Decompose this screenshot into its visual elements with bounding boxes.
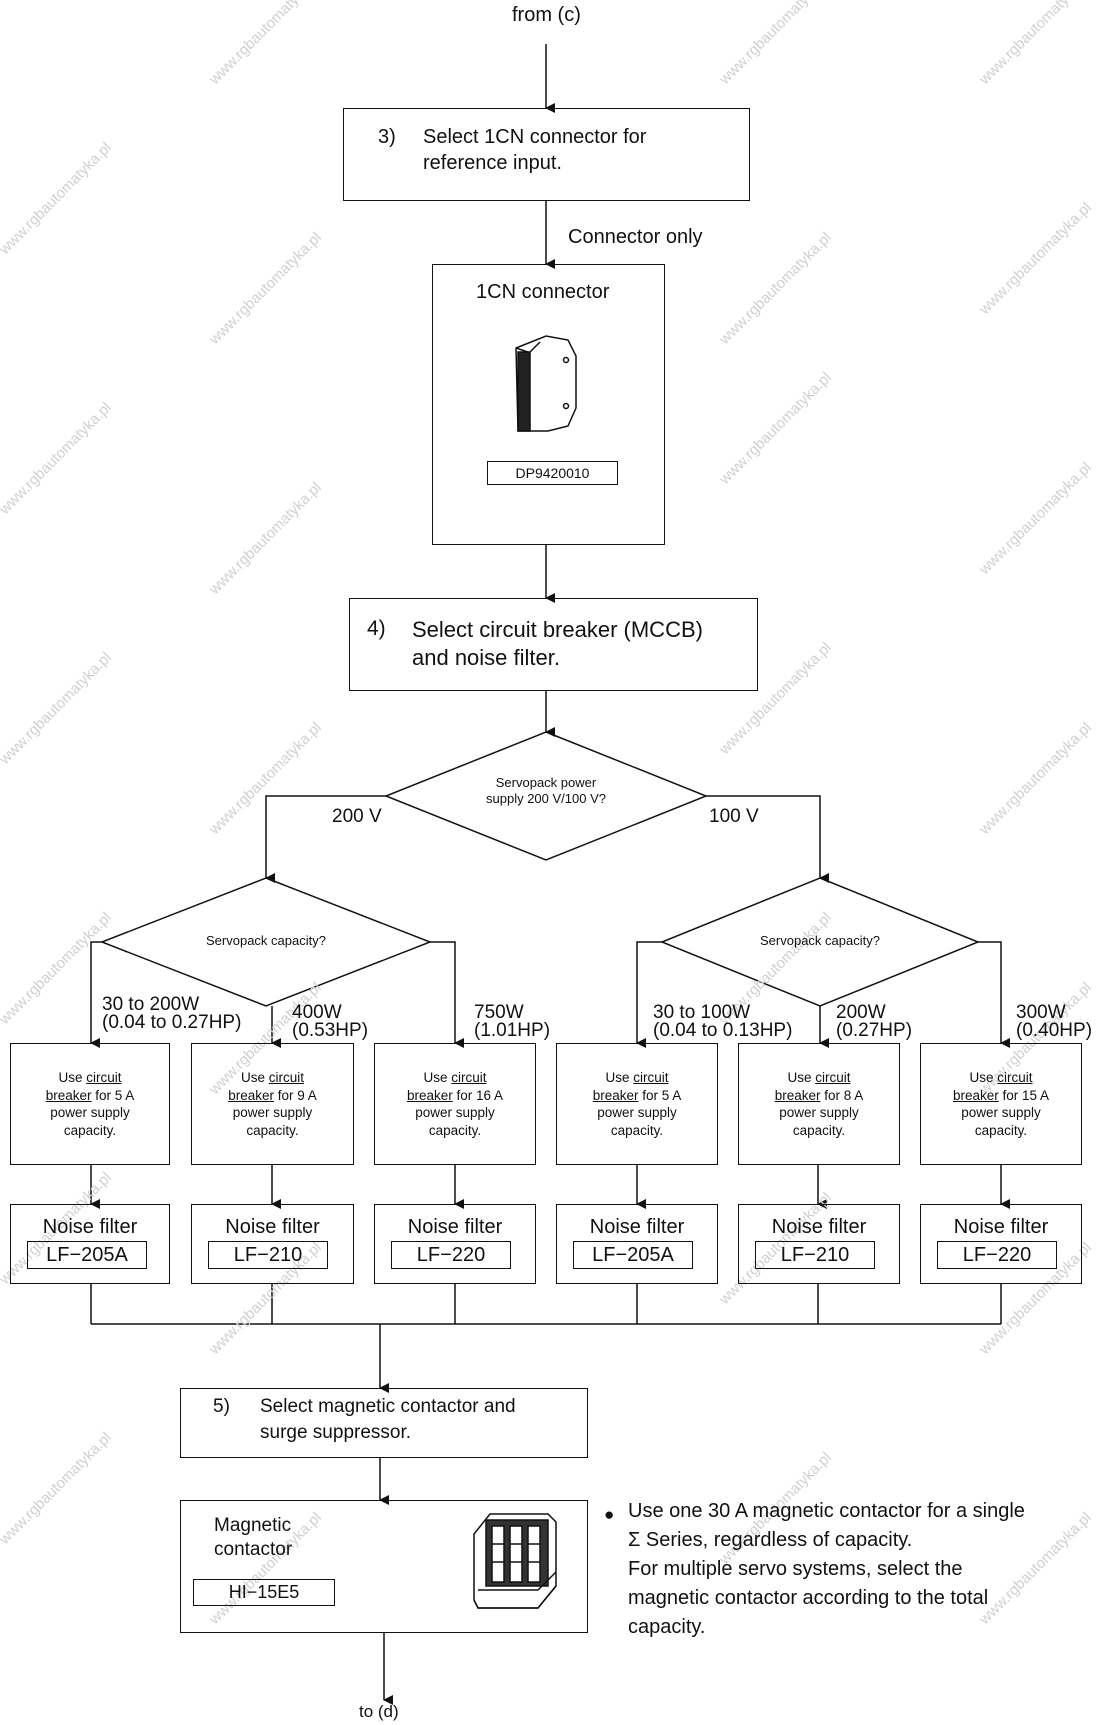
step5-number: 5) <box>213 1396 230 1417</box>
step3-line1: Select 1CN connector for <box>423 126 647 148</box>
note-line5: capacity. <box>628 1616 706 1638</box>
step5-line2: surge suppressor. <box>260 1422 412 1443</box>
noise-filter-box-2 <box>191 1204 354 1284</box>
step3-box <box>343 108 750 201</box>
noise-filter-box-4 <box>556 1204 718 1284</box>
connector-title: 1CN connector <box>476 281 610 303</box>
breaker-box-2 <box>191 1043 354 1165</box>
noise-filter-box-3 <box>374 1204 536 1284</box>
noise-filter-title: Noise filter <box>225 1216 320 1238</box>
breaker-box-1 <box>10 1043 170 1165</box>
capacity-watts: 30 to 100W <box>653 1002 751 1023</box>
step3-number: 3) <box>378 126 396 148</box>
breaker-box-5 <box>738 1043 900 1165</box>
breaker-box-4 <box>556 1043 718 1165</box>
step5-box <box>180 1388 588 1458</box>
capacity-decision-100v: Servopack capacity? <box>760 933 880 948</box>
voltage-decision-diamond <box>383 731 709 861</box>
noise-filter-box-5 <box>738 1204 900 1284</box>
breaker-text-3: Use circuit breaker for 16 A power suppl… <box>406 1070 504 1138</box>
breaker-text-1: Use circuit breaker for 5 A power supply… <box>45 1070 135 1138</box>
voltage-decision-line2: supply 200 V/100 V? <box>486 791 606 806</box>
note-line1: Use one 30 A magnetic contactor for a si… <box>628 1500 1025 1522</box>
capacity-watts: 300W <box>1016 1002 1066 1023</box>
arrow-branch-1 <box>90 941 102 1048</box>
note-bullet: ● <box>604 1505 615 1524</box>
capacity-hp: (0.40HP) <box>1016 1020 1093 1041</box>
capacity-hp: (1.01HP) <box>474 1020 551 1041</box>
capacity-watts: 30 to 200W <box>102 994 200 1015</box>
capacity-label-4: 30 to 100W (0.04 to 0.13HP) <box>653 1002 793 1041</box>
arrow-branch-3 <box>430 941 464 1048</box>
note-line3: For multiple servo systems, select the <box>628 1558 963 1580</box>
capacity-watts: 200W <box>836 1002 886 1023</box>
arrow-branch-4 <box>636 941 662 1048</box>
noise-filter-box-1 <box>10 1204 170 1284</box>
contactor-line1: Magnetic <box>214 1515 292 1536</box>
step4-line2: and noise filter. <box>412 645 560 670</box>
connector-box <box>432 264 665 545</box>
step4-line1: Select circuit breaker (MCCB) <box>412 617 703 642</box>
arrow-100v <box>706 795 829 883</box>
capacity-watts: 750W <box>474 1002 524 1023</box>
connector-only-label: Connector only <box>568 226 703 248</box>
breaker-text-5: Use circuit breaker for 8 A power supply… <box>774 1070 864 1138</box>
capacity-hp: (0.04 to 0.27HP) <box>102 1012 242 1033</box>
step4-number: 4) <box>367 617 386 640</box>
noise-filter-title: Noise filter <box>407 1216 503 1238</box>
from-label: from (c) <box>512 4 581 26</box>
contactor-line2: contactor <box>214 1539 293 1560</box>
noise-filter-code: LF−220 <box>937 1241 1057 1269</box>
noise-filter-title: Noise filter <box>771 1216 867 1238</box>
magnetic-contactor-icon <box>473 1513 557 1609</box>
voltage-decision-line1: Servopack power <box>495 775 597 790</box>
capacity-label-5: 200W (0.27HP) <box>836 1002 913 1041</box>
to-label: to (d) <box>359 1702 399 1721</box>
step5-line1: Select magnetic contactor and <box>260 1396 516 1417</box>
noise-filter-code: LF−205A <box>27 1241 147 1269</box>
contactor-box <box>180 1500 588 1633</box>
capacity-decision-diamond-200v <box>99 877 433 1007</box>
noise-filter-title: Noise filter <box>589 1216 685 1238</box>
capacity-hp: (0.53HP) <box>292 1020 369 1041</box>
connector-part-number: DP9420010 <box>487 461 618 485</box>
arrow-branch-6 <box>978 941 1010 1048</box>
connector-icon <box>515 335 577 432</box>
step3-line2: reference input. <box>423 152 562 174</box>
noise-filter-code: LF−210 <box>755 1241 875 1269</box>
breaker-text-2: Use circuit breaker for 9 A power supply… <box>228 1070 317 1138</box>
breaker-text-4: Use circuit breaker for 5 A power supply… <box>592 1070 682 1138</box>
capacity-label-1: 30 to 200W (0.04 to 0.27HP) <box>102 994 242 1033</box>
capacity-watts: 400W <box>292 1002 342 1023</box>
breaker-text-6: Use circuit breaker for 15 A power suppl… <box>952 1070 1050 1138</box>
capacity-label-2: 400W (0.53HP) <box>292 1002 369 1041</box>
label-200v: 200 V <box>332 806 382 827</box>
noise-filter-box-6 <box>920 1204 1082 1284</box>
contactor-part-number: HI−15E5 <box>193 1579 335 1606</box>
capacity-decision-200v: Servopack capacity? <box>206 933 326 948</box>
noise-filter-title: Noise filter <box>42 1216 138 1238</box>
arrow-200v <box>265 795 386 883</box>
note-line4: magnetic contactor according to the tota… <box>628 1587 989 1609</box>
noise-filter-code: LF−205A <box>573 1241 693 1269</box>
noise-filter-code: LF−210 <box>208 1241 328 1269</box>
breaker-box-6 <box>920 1043 1082 1165</box>
breaker-box-3 <box>374 1043 536 1165</box>
capacity-label-3: 750W (1.01HP) <box>474 1002 551 1041</box>
capacity-hp: (0.04 to 0.13HP) <box>653 1020 793 1041</box>
step4-box <box>349 598 758 691</box>
label-100v: 100 V <box>709 806 759 827</box>
noise-filter-code: LF−220 <box>391 1241 511 1269</box>
capacity-label-6: 300W (0.40HP) <box>1016 1002 1093 1041</box>
capacity-hp: (0.27HP) <box>836 1020 913 1041</box>
note-line2: Σ Series, regardless of capacity. <box>628 1529 913 1551</box>
noise-filter-title: Noise filter <box>953 1216 1049 1238</box>
